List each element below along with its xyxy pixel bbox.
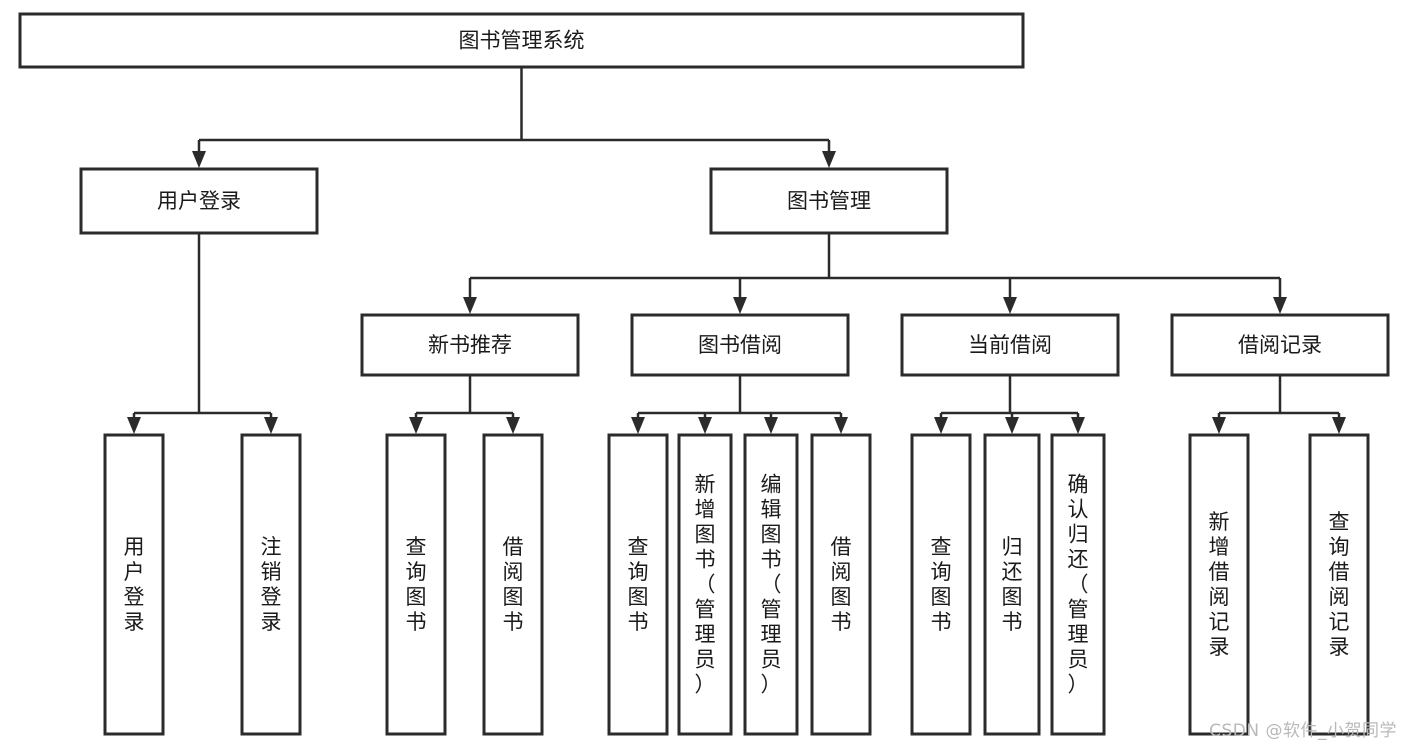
arrow-head-icon (631, 417, 645, 434)
node-box (385, 433, 447, 736)
node-label: 借阅记录 (1238, 333, 1322, 357)
node-user-login[interactable]: 用户登录 (79, 167, 319, 235)
node-leaf-query-book-3[interactable]: 查询图书 (910, 433, 972, 736)
node-box (1170, 313, 1390, 377)
node-box (240, 433, 302, 736)
node-borrow-record[interactable]: 借阅记录 (1170, 313, 1390, 377)
node-label: 借阅图书 (831, 535, 852, 634)
node-label: 编辑图书（管理员） (761, 473, 782, 697)
arrow-head-icon (1212, 417, 1226, 434)
node-book-management[interactable]: 图书管理 (709, 167, 949, 235)
arrow-head-icon (764, 417, 778, 434)
node-leaf-borrow-book-2[interactable]: 借阅图书 (810, 433, 872, 736)
arrow-head-icon (698, 417, 712, 434)
arrow-head-icon (822, 151, 836, 168)
arrow-head-icon (192, 151, 206, 168)
arrow-head-icon (1273, 297, 1287, 314)
node-box (983, 433, 1041, 736)
node-box (630, 313, 850, 377)
node-leaf-query-record[interactable]: 查询借阅记录 (1308, 433, 1370, 736)
node-box (1188, 433, 1250, 736)
arrow-head-icon (1332, 417, 1346, 434)
node-label: 新书推荐 (428, 333, 512, 357)
arrow-head-icon (506, 417, 520, 434)
node-box (810, 433, 872, 736)
node-box (482, 433, 544, 736)
node-box (79, 167, 319, 235)
node-leaf-query-book-2[interactable]: 查询图书 (607, 433, 669, 736)
arrow-head-icon (733, 297, 747, 314)
node-box (18, 12, 1025, 69)
node-leaf-edit-book[interactable]: 编辑图书（管理员） (743, 433, 799, 736)
arrow-head-icon (264, 417, 278, 434)
node-label: 查询图书 (406, 535, 427, 634)
node-new-book-recommend[interactable]: 新书推荐 (360, 313, 580, 377)
node-label: 图书管理系统 (459, 29, 585, 53)
arrow-head-icon (934, 417, 948, 434)
node-box (1050, 433, 1106, 736)
node-label: 确认归还（管理员） (1068, 473, 1089, 697)
node-box (709, 167, 949, 235)
node-label: 查询借阅记录 (1329, 510, 1350, 659)
node-box (910, 433, 972, 736)
node-box (607, 433, 669, 736)
node-label: 新增借阅记录 (1209, 510, 1230, 659)
node-label: 图书管理 (787, 189, 871, 213)
arrow-head-icon (1003, 297, 1017, 314)
node-box (103, 433, 165, 736)
node-leaf-user-login[interactable]: 用户登录 (103, 433, 165, 736)
node-root[interactable]: 图书管理系统 (18, 12, 1025, 69)
node-box (360, 313, 580, 377)
node-label: 图书借阅 (698, 333, 782, 357)
node-leaf-confirm-return[interactable]: 确认归还（管理员） (1050, 433, 1106, 736)
arrow-head-icon (1071, 417, 1085, 434)
node-leaf-add-book[interactable]: 新增图书（管理员） (677, 433, 733, 736)
node-label: 当前借阅 (968, 333, 1052, 357)
arrow-head-icon (409, 417, 423, 434)
node-label: 借阅图书 (503, 535, 524, 634)
node-label: 归还图书 (1002, 535, 1023, 634)
node-box (677, 433, 733, 736)
node-label: 查询图书 (931, 535, 952, 634)
node-current-borrow[interactable]: 当前借阅 (900, 313, 1120, 377)
node-book-borrow[interactable]: 图书借阅 (630, 313, 850, 377)
node-box (743, 433, 799, 736)
arrow-head-icon (1005, 417, 1019, 434)
node-leaf-add-record[interactable]: 新增借阅记录 (1188, 433, 1250, 736)
node-leaf-return-book[interactable]: 归还图书 (983, 433, 1041, 736)
node-leaf-borrow-book-1[interactable]: 借阅图书 (482, 433, 544, 736)
node-box (900, 313, 1120, 377)
node-box (1308, 433, 1370, 736)
node-leaf-user-logout[interactable]: 注销登录 (240, 433, 302, 736)
node-leaf-query-book-1[interactable]: 查询图书 (385, 433, 447, 736)
diagram-nodes-layer: 图书管理系统用户登录用户登录注销登录图书管理新书推荐查询图书借阅图书图书借阅查询… (18, 12, 1390, 736)
arrow-head-icon (127, 417, 141, 434)
arrow-head-icon (834, 417, 848, 434)
arrow-head-icon (463, 297, 477, 314)
node-label: 注销登录 (261, 535, 282, 634)
node-label: 新增图书（管理员） (695, 473, 716, 697)
node-label: 用户登录 (157, 189, 241, 213)
node-label: 用户登录 (124, 535, 145, 634)
connector-edges-layer (127, 67, 1346, 434)
node-label: 查询图书 (628, 535, 649, 634)
